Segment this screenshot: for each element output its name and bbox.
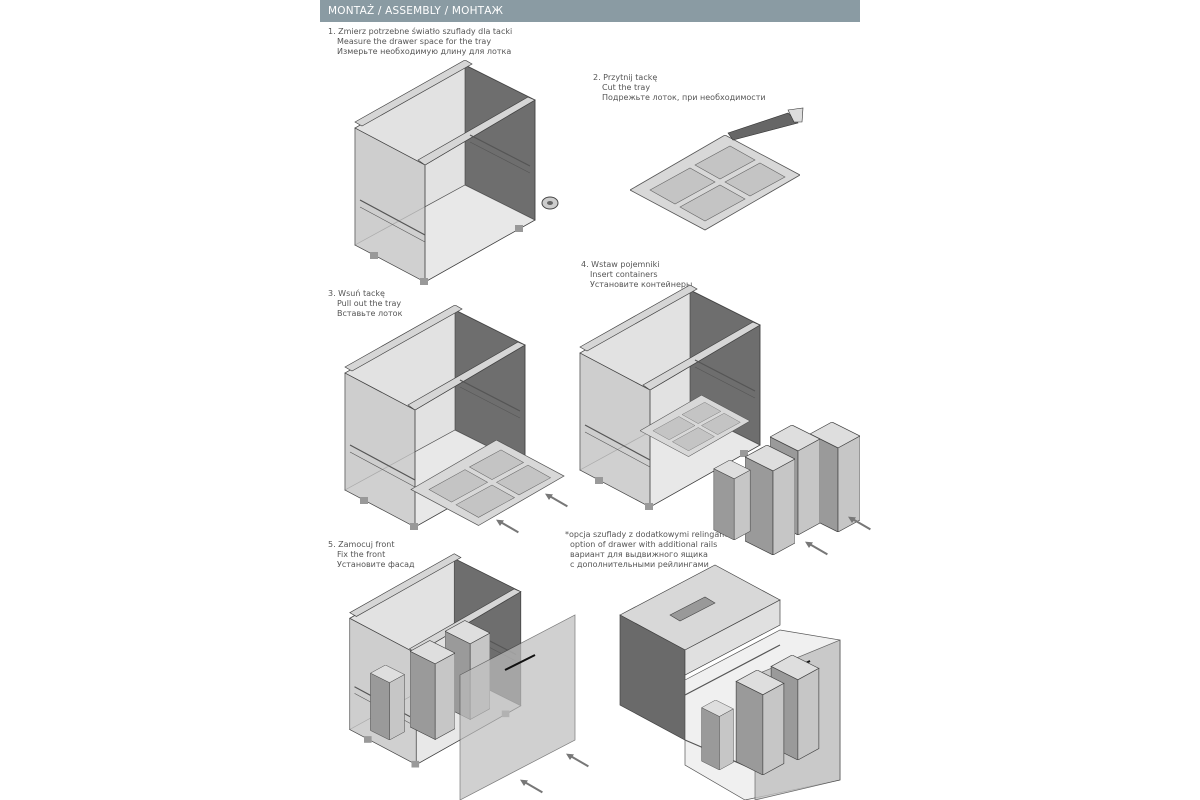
container-bin — [410, 640, 455, 740]
saw-icon — [727, 107, 804, 141]
step-4-en: Insert containers — [590, 270, 658, 279]
step-4-pl: 4. Wstaw pojemniki — [581, 260, 660, 269]
step-2-pl: 2. Przytnij tackę — [593, 73, 658, 82]
step-3-tray — [410, 440, 565, 530]
arrow-icon — [545, 492, 569, 508]
step-5-ru: Установите фасад — [337, 560, 415, 569]
container-bin — [745, 445, 795, 555]
option-note-ru2: с дополнительными рейлингами — [570, 560, 709, 569]
step-5-text: 5. Zamocuj front Fix the front Установит… — [328, 540, 415, 570]
container-bin — [712, 460, 752, 540]
arrow-icon — [496, 518, 520, 534]
step-3-ru: Вставьте лоток — [337, 309, 403, 318]
arrow-icon — [520, 778, 544, 794]
step-5-pl: 5. Zamocuj front — [328, 540, 395, 549]
step-4-tray — [640, 395, 750, 460]
step-2-text: 2. Przytnij tackę Cut the tray Подрежьте… — [593, 73, 766, 103]
header-title: MONTAŻ / ASSEMBLY / MOНТАЖ — [328, 5, 504, 17]
arrow-icon — [848, 515, 872, 531]
tape-measure-icon — [541, 196, 559, 210]
step-4-text: 4. Wstaw pojemniki Insert containers Уст… — [581, 260, 692, 290]
step-4-ru: Установите контейнеры — [590, 280, 693, 289]
step-3-en: Pull out the tray — [337, 299, 402, 308]
option-note-ru: вариант для выдвижного ящика — [570, 550, 708, 559]
option-note-en: option of drawer with additional rails — [570, 540, 718, 549]
drawer-front-panel — [459, 614, 576, 800]
step-3-text: 3. Wsuń tackę Pull out the tray Вставьте… — [328, 289, 402, 319]
step-2-en: Cut the tray — [602, 83, 651, 92]
arrow-icon — [566, 752, 590, 768]
step-1-ru: Измерьте необходимую длину для лотка — [337, 47, 512, 56]
container-bin — [700, 700, 735, 770]
option-note-pl: *opcja szuflady z dodatkowymi relingami — [565, 530, 730, 539]
step-3-pl: 3. Wsuń tackę — [328, 289, 385, 298]
arrow-icon — [805, 540, 829, 556]
step-2-ru: Подрежьте лоток, при необходимости — [602, 93, 766, 102]
step-1-cabinet-illustration — [350, 60, 550, 290]
option-note-text: *opcja szuflady z dodatkowymi relingami … — [565, 530, 729, 570]
step-1-en: Measure the drawer space for the tray — [337, 37, 492, 46]
step-2-tray-illustration — [630, 135, 800, 235]
container-bin — [370, 665, 405, 740]
assembly-header: MONTAŻ / ASSEMBLY / MOНТАЖ — [320, 0, 860, 22]
step-1-pl: 1. Zmierz potrzebne światło szuflady dla… — [328, 27, 513, 36]
container-bin — [735, 670, 785, 775]
step-5-en: Fix the front — [337, 550, 386, 559]
step-1-text: 1. Zmierz potrzebne światło szuflady dla… — [328, 27, 512, 57]
